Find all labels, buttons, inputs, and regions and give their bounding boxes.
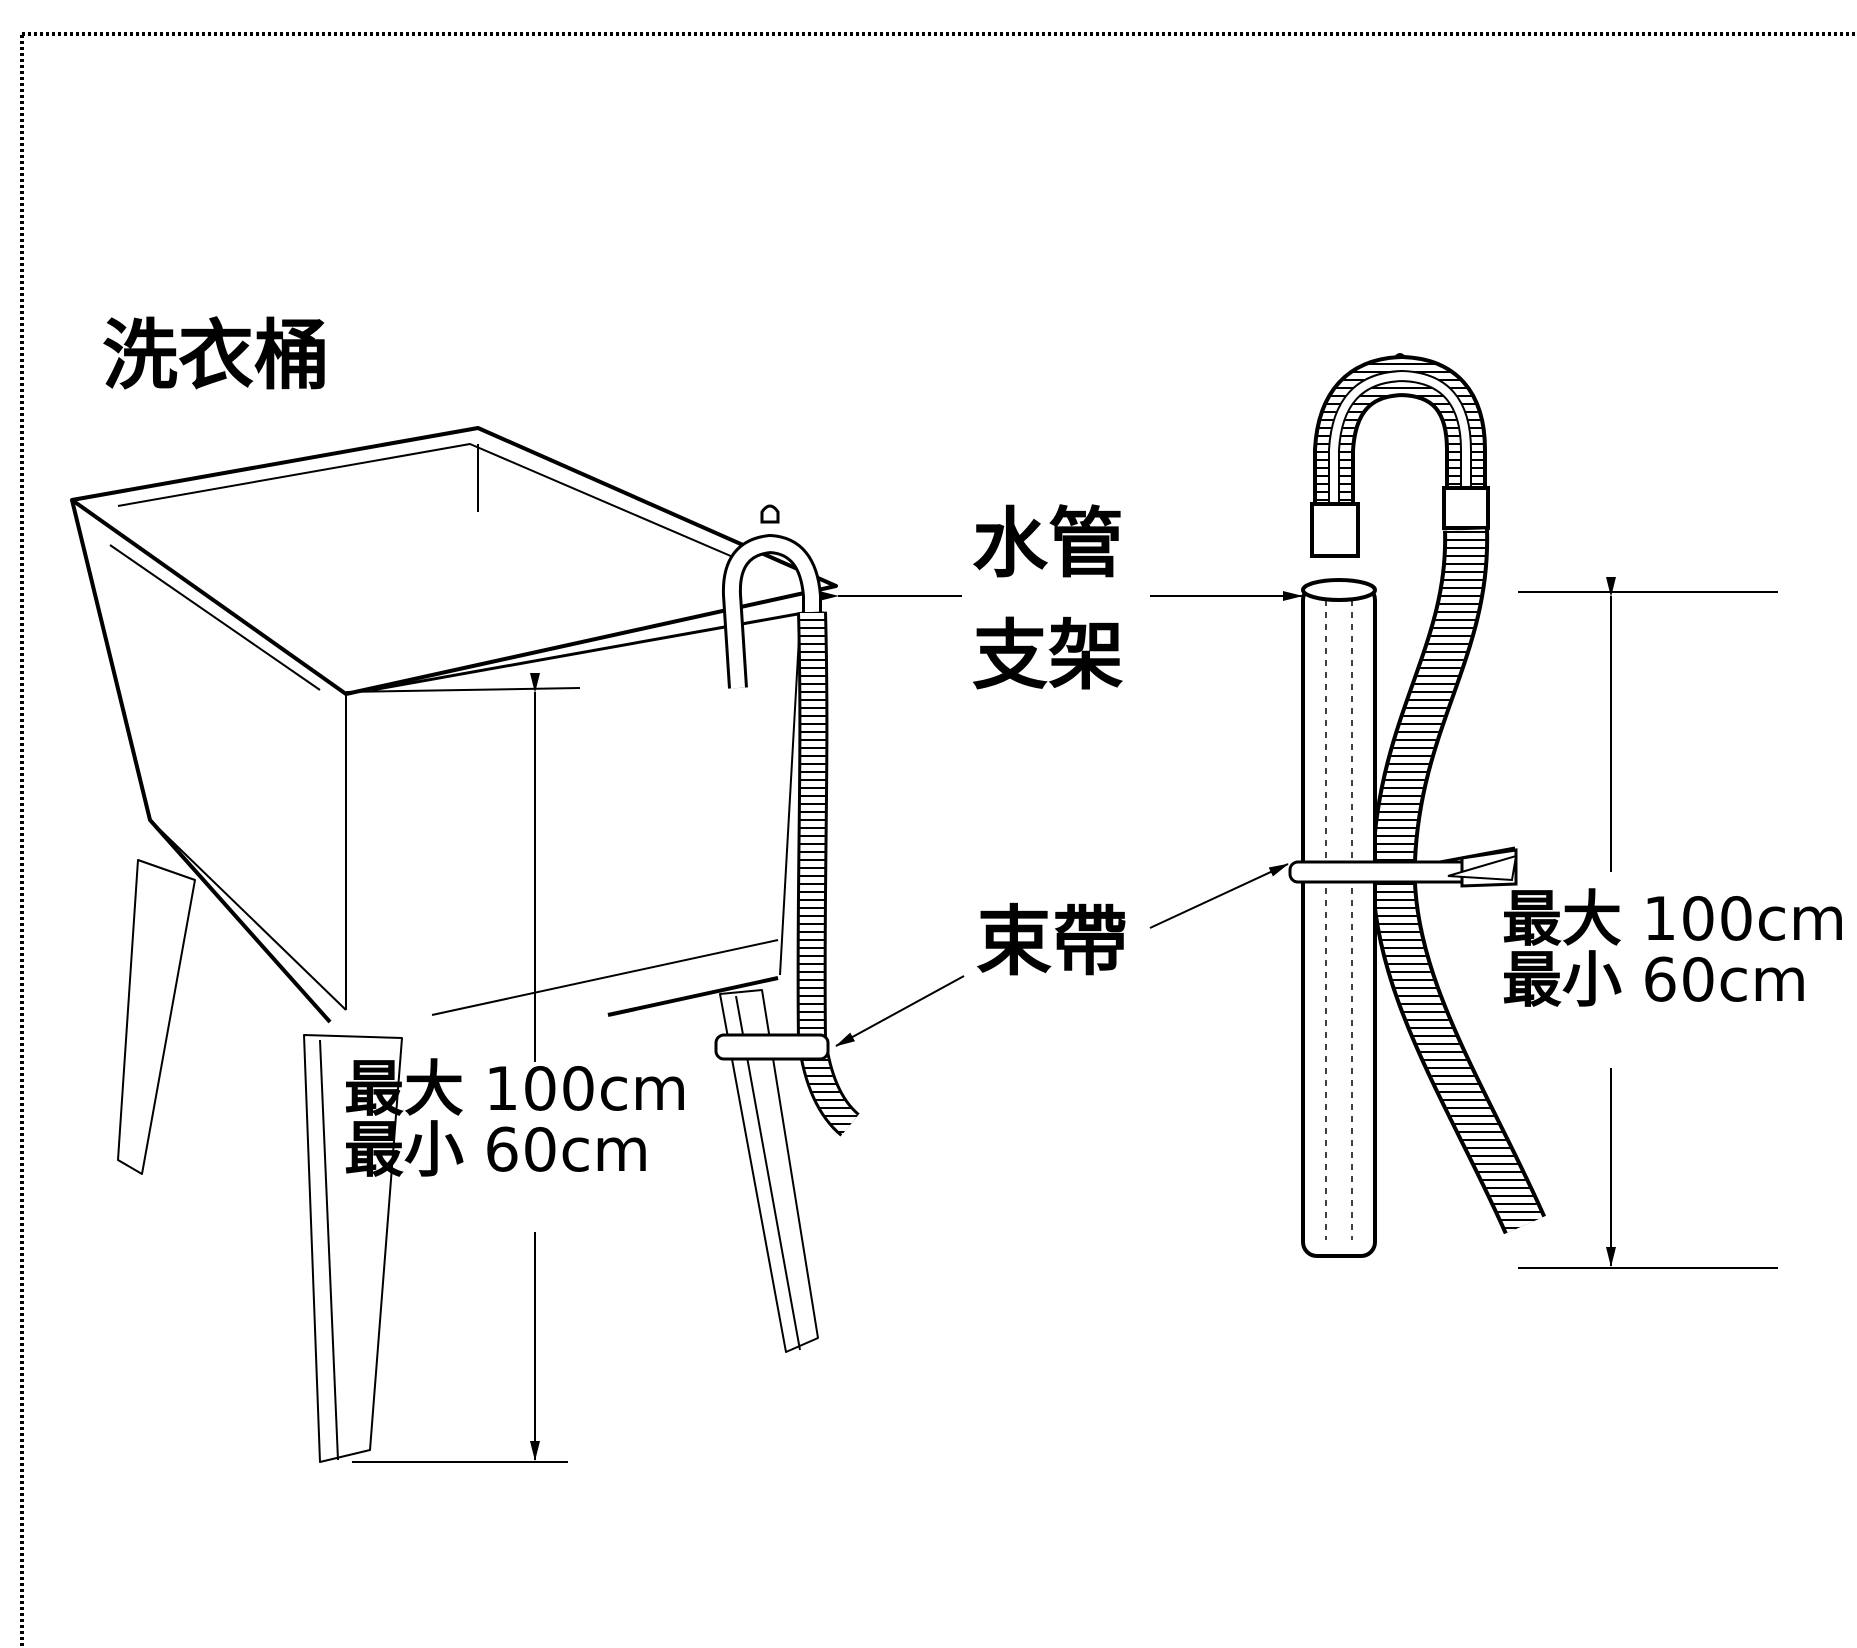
tub-min-value: 60cm	[483, 1116, 651, 1187]
cable-tie-leader-lines	[835, 863, 1289, 1047]
standpipe-min-label: 最小	[1502, 946, 1622, 1017]
tub-hose-drawing	[714, 504, 861, 1137]
standpipe-drawing	[1288, 353, 1547, 1258]
tub-dimension-text: 最大 100cm 最小 60cm	[344, 1059, 689, 1182]
laundry-tub-drawing	[70, 426, 838, 1463]
tub-max-label: 最大	[344, 1055, 464, 1125]
tub-dimension-max: 最大 100cm	[344, 1059, 689, 1121]
laundry-tub-label: 洗衣桶	[102, 311, 330, 400]
dashed-frame	[20, 32, 1857, 1648]
standpipe-min-value: 60cm	[1641, 946, 1809, 1017]
standpipe-height-dimension-line	[1518, 577, 1778, 1269]
cable-tie-label: 束帶	[976, 897, 1128, 986]
standpipe-dimension-max: 最大 100cm	[1502, 889, 1847, 951]
tub-min-label: 最小	[344, 1116, 464, 1187]
standpipe-max-label: 最大	[1502, 885, 1622, 955]
tub-dimension-min: 最小 60cm	[344, 1121, 689, 1182]
standpipe-dimension-min: 最小 60cm	[1502, 951, 1847, 1012]
standpipe-max-value: 100cm	[1641, 885, 1848, 955]
hose-holder-label-line1: 水管	[972, 499, 1124, 588]
tub-max-value: 100cm	[483, 1055, 690, 1125]
tub-height-dimension-line	[345, 673, 581, 1463]
hose-holder-label-line2: 支架	[972, 611, 1124, 700]
standpipe-dimension-text: 最大 100cm 最小 60cm	[1502, 889, 1847, 1012]
